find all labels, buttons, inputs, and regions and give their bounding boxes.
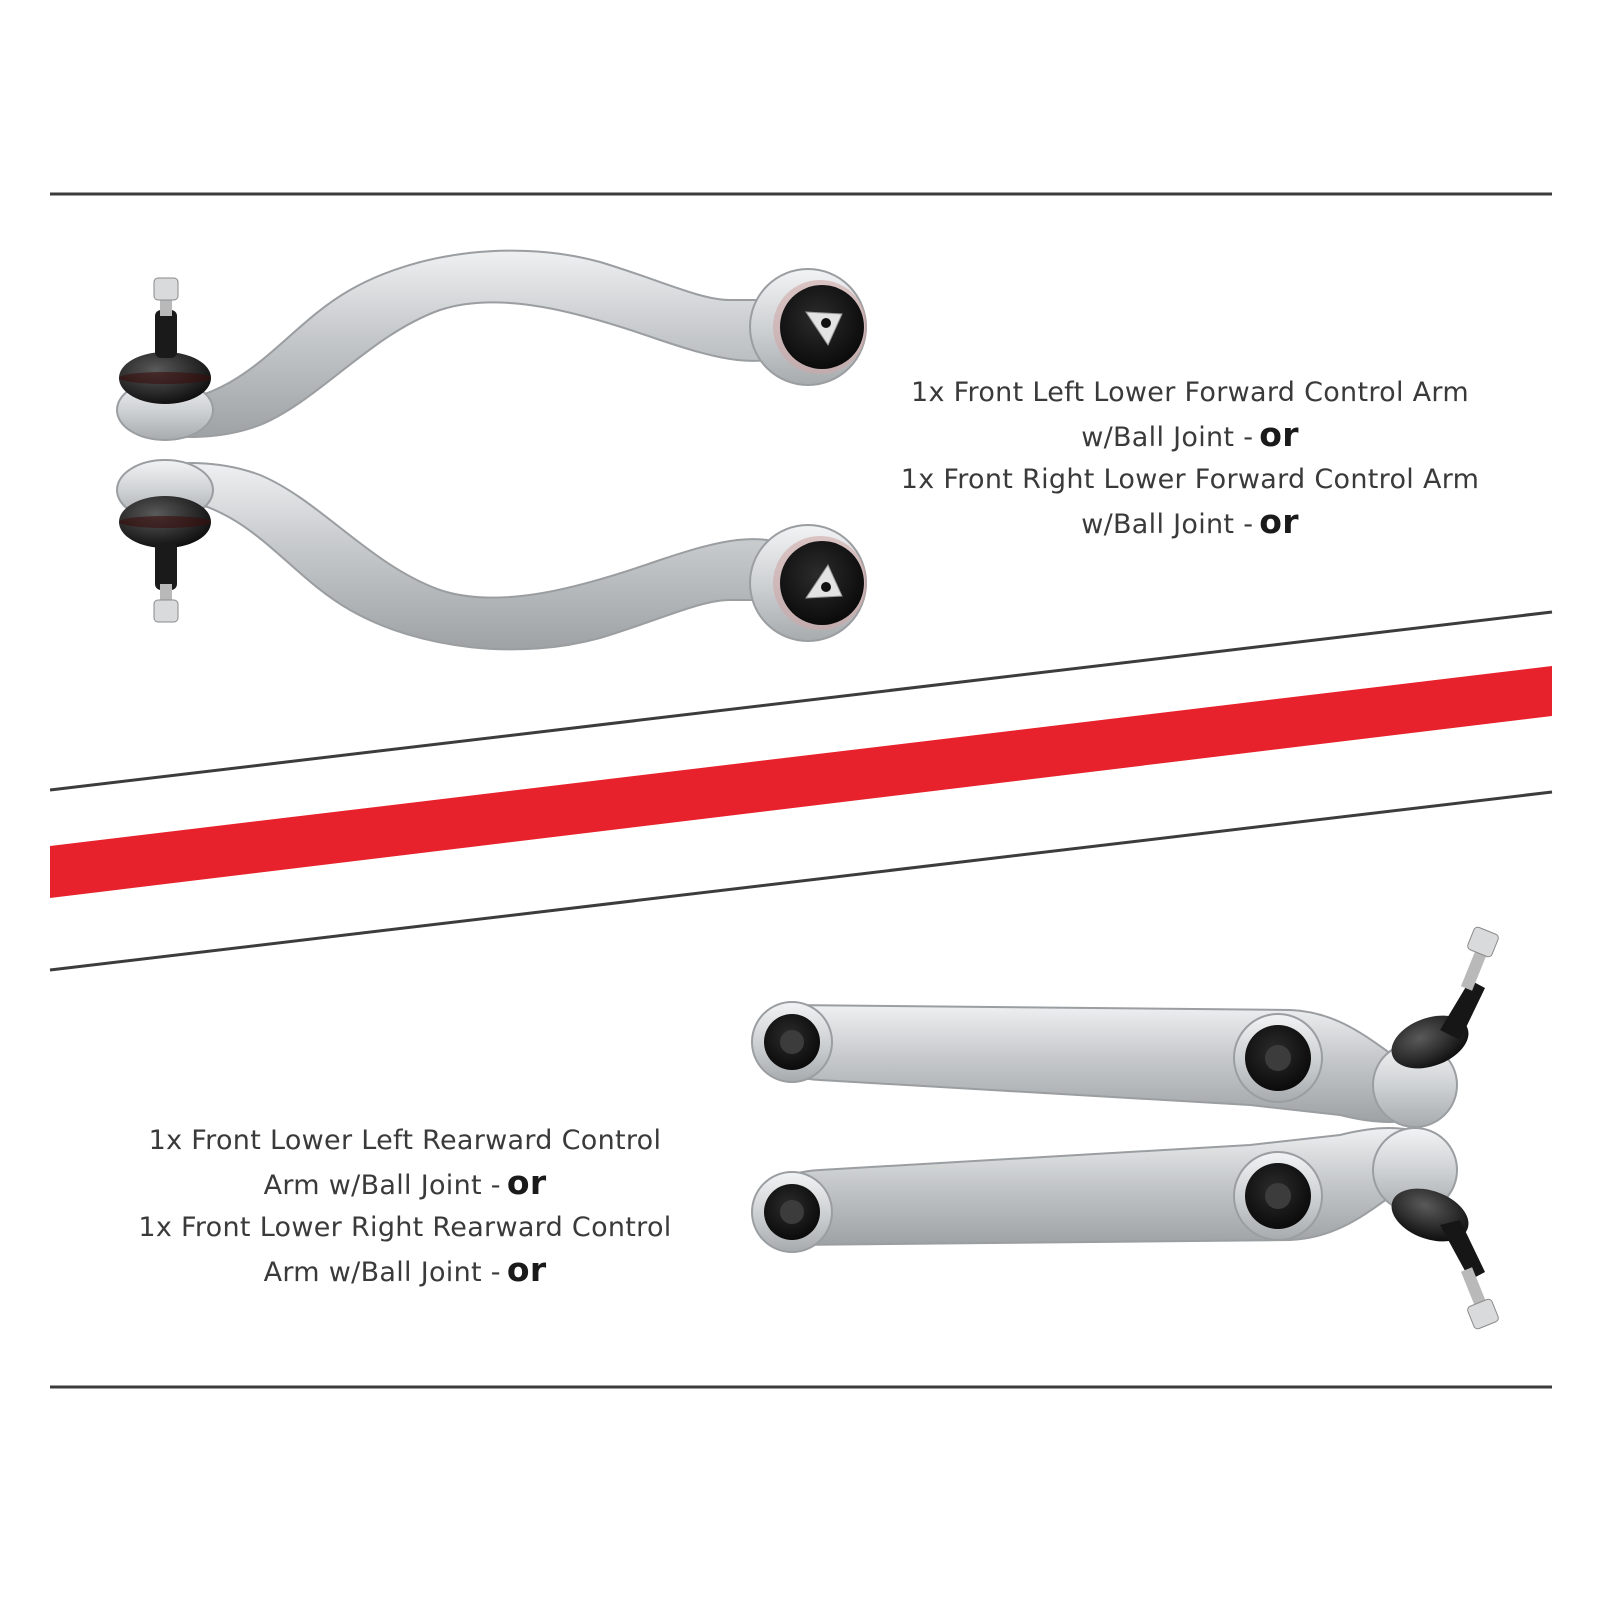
forward-arm-caption: 1x Front Left Lower Forward Control Arm … bbox=[860, 372, 1520, 546]
caption-line: 1x Front Right Lower Forward Control Arm bbox=[900, 464, 1480, 495]
caption-line: 1x Front Left Lower Forward Control Arm bbox=[911, 377, 1469, 408]
or-label: or bbox=[506, 1250, 547, 1289]
caption-line: w/Ball Joint -or bbox=[860, 501, 1520, 546]
ball-joint-icon bbox=[119, 277, 211, 404]
caption-line: w/Ball Joint -or bbox=[860, 414, 1520, 459]
bushing-icon bbox=[1233, 1151, 1323, 1241]
forward-control-arm-left bbox=[116, 249, 867, 441]
straight-control-arm-icon bbox=[758, 1127, 1442, 1247]
or-label: or bbox=[1259, 415, 1299, 454]
ball-joint-icon bbox=[119, 496, 211, 623]
caption-line: 1x Front Lower Right Rearward Control bbox=[138, 1212, 672, 1243]
diagonal-line-lower bbox=[49, 790, 1553, 972]
red-accent-band bbox=[50, 666, 1552, 898]
curved-control-arm-icon bbox=[149, 249, 802, 438]
bushing-icon bbox=[749, 268, 867, 386]
forward-control-arm-right bbox=[116, 459, 867, 651]
curved-control-arm-icon bbox=[149, 462, 802, 651]
caption-text: w/Ball Joint - bbox=[1081, 422, 1254, 453]
ball-joint-icon bbox=[1372, 1127, 1499, 1330]
bushing-icon bbox=[749, 524, 867, 642]
rearward-control-arm-left bbox=[751, 926, 1499, 1128]
caption-line: Arm w/Ball Joint -or bbox=[100, 1162, 710, 1207]
bushing-icon bbox=[751, 1171, 833, 1253]
straight-control-arm-icon bbox=[758, 1003, 1442, 1123]
caption-text: Arm w/Ball Joint - bbox=[263, 1257, 501, 1288]
bushing-icon bbox=[1233, 1013, 1323, 1103]
caption-line: 1x Front Lower Left Rearward Control bbox=[148, 1125, 662, 1156]
rearward-arm-caption: 1x Front Lower Left Rearward Control Arm… bbox=[100, 1120, 710, 1294]
rearward-control-arm-right bbox=[751, 1127, 1499, 1330]
diagonal-line-upper bbox=[49, 610, 1553, 792]
bushing-icon bbox=[751, 1001, 833, 1083]
caption-text: Arm w/Ball Joint - bbox=[263, 1170, 501, 1201]
or-label: or bbox=[1259, 502, 1299, 541]
ball-joint-icon bbox=[1372, 926, 1499, 1128]
caption-text: w/Ball Joint - bbox=[1081, 509, 1254, 540]
caption-line: Arm w/Ball Joint -or bbox=[100, 1249, 710, 1294]
or-label: or bbox=[506, 1163, 547, 1202]
